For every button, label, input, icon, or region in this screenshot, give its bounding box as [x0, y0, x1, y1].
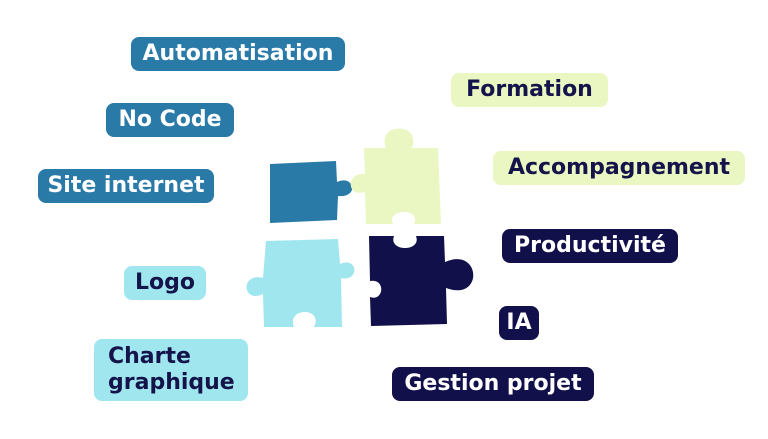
tag-label: Accompagnement — [507, 155, 731, 180]
aqua-piece — [246, 239, 355, 327]
tag-label: IA — [506, 310, 532, 335]
tag-charte-graphique: Charte graphique — [94, 339, 248, 401]
tag-ia: IA — [499, 306, 539, 340]
blue-piece — [270, 161, 353, 223]
tag-automatisation: Automatisation — [131, 37, 345, 71]
tag-productivite: Productivité — [502, 229, 678, 263]
tag-label-line2: graphique — [108, 370, 235, 395]
navy-piece — [369, 236, 474, 326]
tag-label: No Code — [118, 107, 222, 132]
puzzle-graphic — [246, 128, 474, 327]
tag-accompagnement: Accompagnement — [493, 151, 745, 185]
tag-label: Productivité — [514, 233, 666, 258]
tag-label: Formation — [466, 77, 593, 102]
tag-label: Automatisation — [142, 41, 334, 66]
tag-gestion-projet: Gestion projet — [392, 367, 594, 401]
tag-label: Site internet — [47, 173, 205, 198]
tag-logo: Logo — [124, 266, 206, 300]
tag-no-code: No Code — [106, 103, 234, 137]
tag-formation: Formation — [451, 73, 608, 107]
tag-label: Logo — [135, 270, 195, 295]
tag-site-internet: Site internet — [38, 169, 214, 203]
tag-label-line1: Charte — [108, 344, 191, 369]
tag-label: Gestion projet — [404, 371, 582, 396]
lime-piece — [350, 128, 441, 224]
